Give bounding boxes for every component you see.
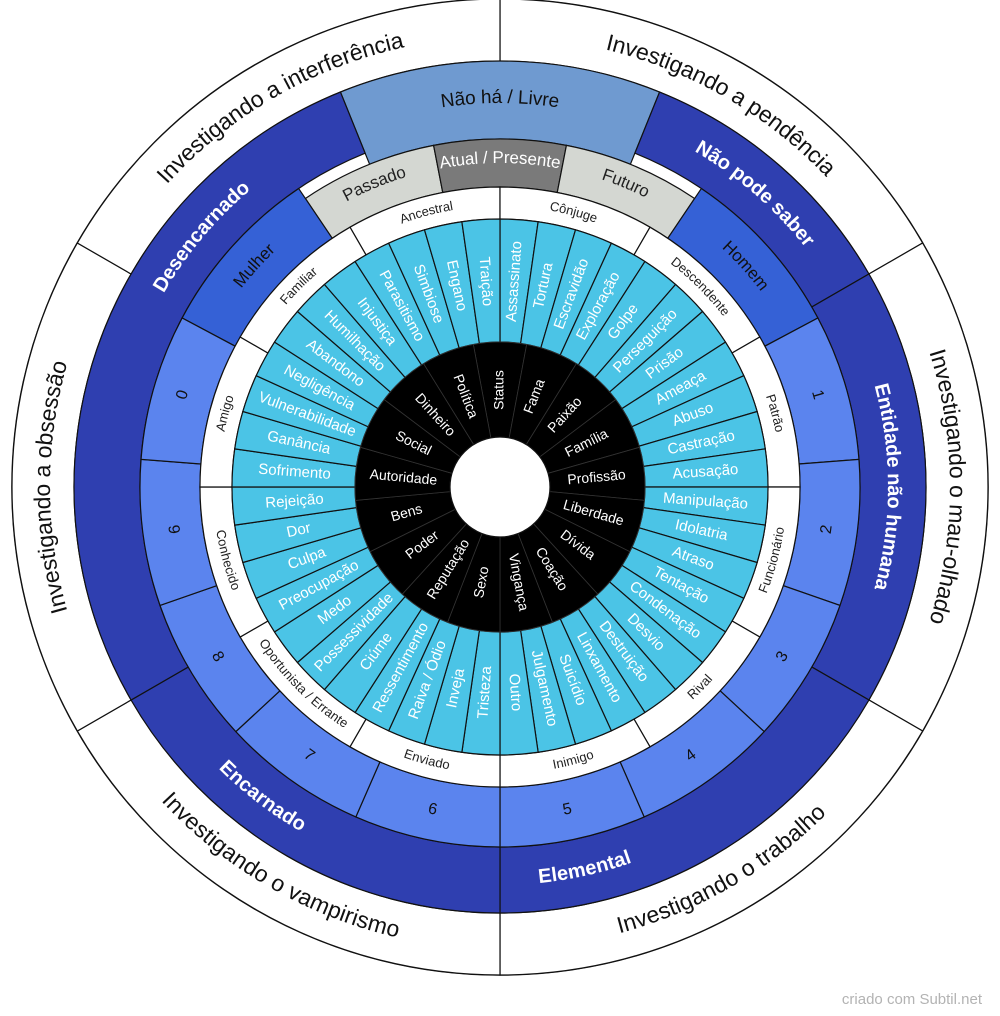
number-label: 2 [818, 524, 836, 535]
motive-label: Status [491, 370, 507, 410]
number-label: 5 [561, 801, 573, 819]
motive-label: Autoridade [369, 466, 438, 488]
motive-label: Profissão [567, 466, 627, 487]
cause-label: Tristeza [474, 665, 495, 720]
center-hole [449, 436, 551, 538]
number-label: 6 [426, 801, 438, 819]
number-label: 9 [164, 524, 182, 535]
cause-label: Dor [285, 519, 312, 541]
cause-label: Manipulação [662, 490, 748, 513]
cause-label: Acusação [672, 461, 739, 483]
cause-label: Assassinato [503, 241, 526, 323]
cause-label: Sofrimento [258, 461, 332, 483]
motive-label: Sexo [470, 565, 492, 600]
cause-label: Traição [476, 256, 496, 307]
cause-label: Rejeição [265, 491, 324, 512]
credit-text: criado com Subtil.net [841, 991, 982, 1008]
cause-label: Outro [505, 673, 525, 712]
